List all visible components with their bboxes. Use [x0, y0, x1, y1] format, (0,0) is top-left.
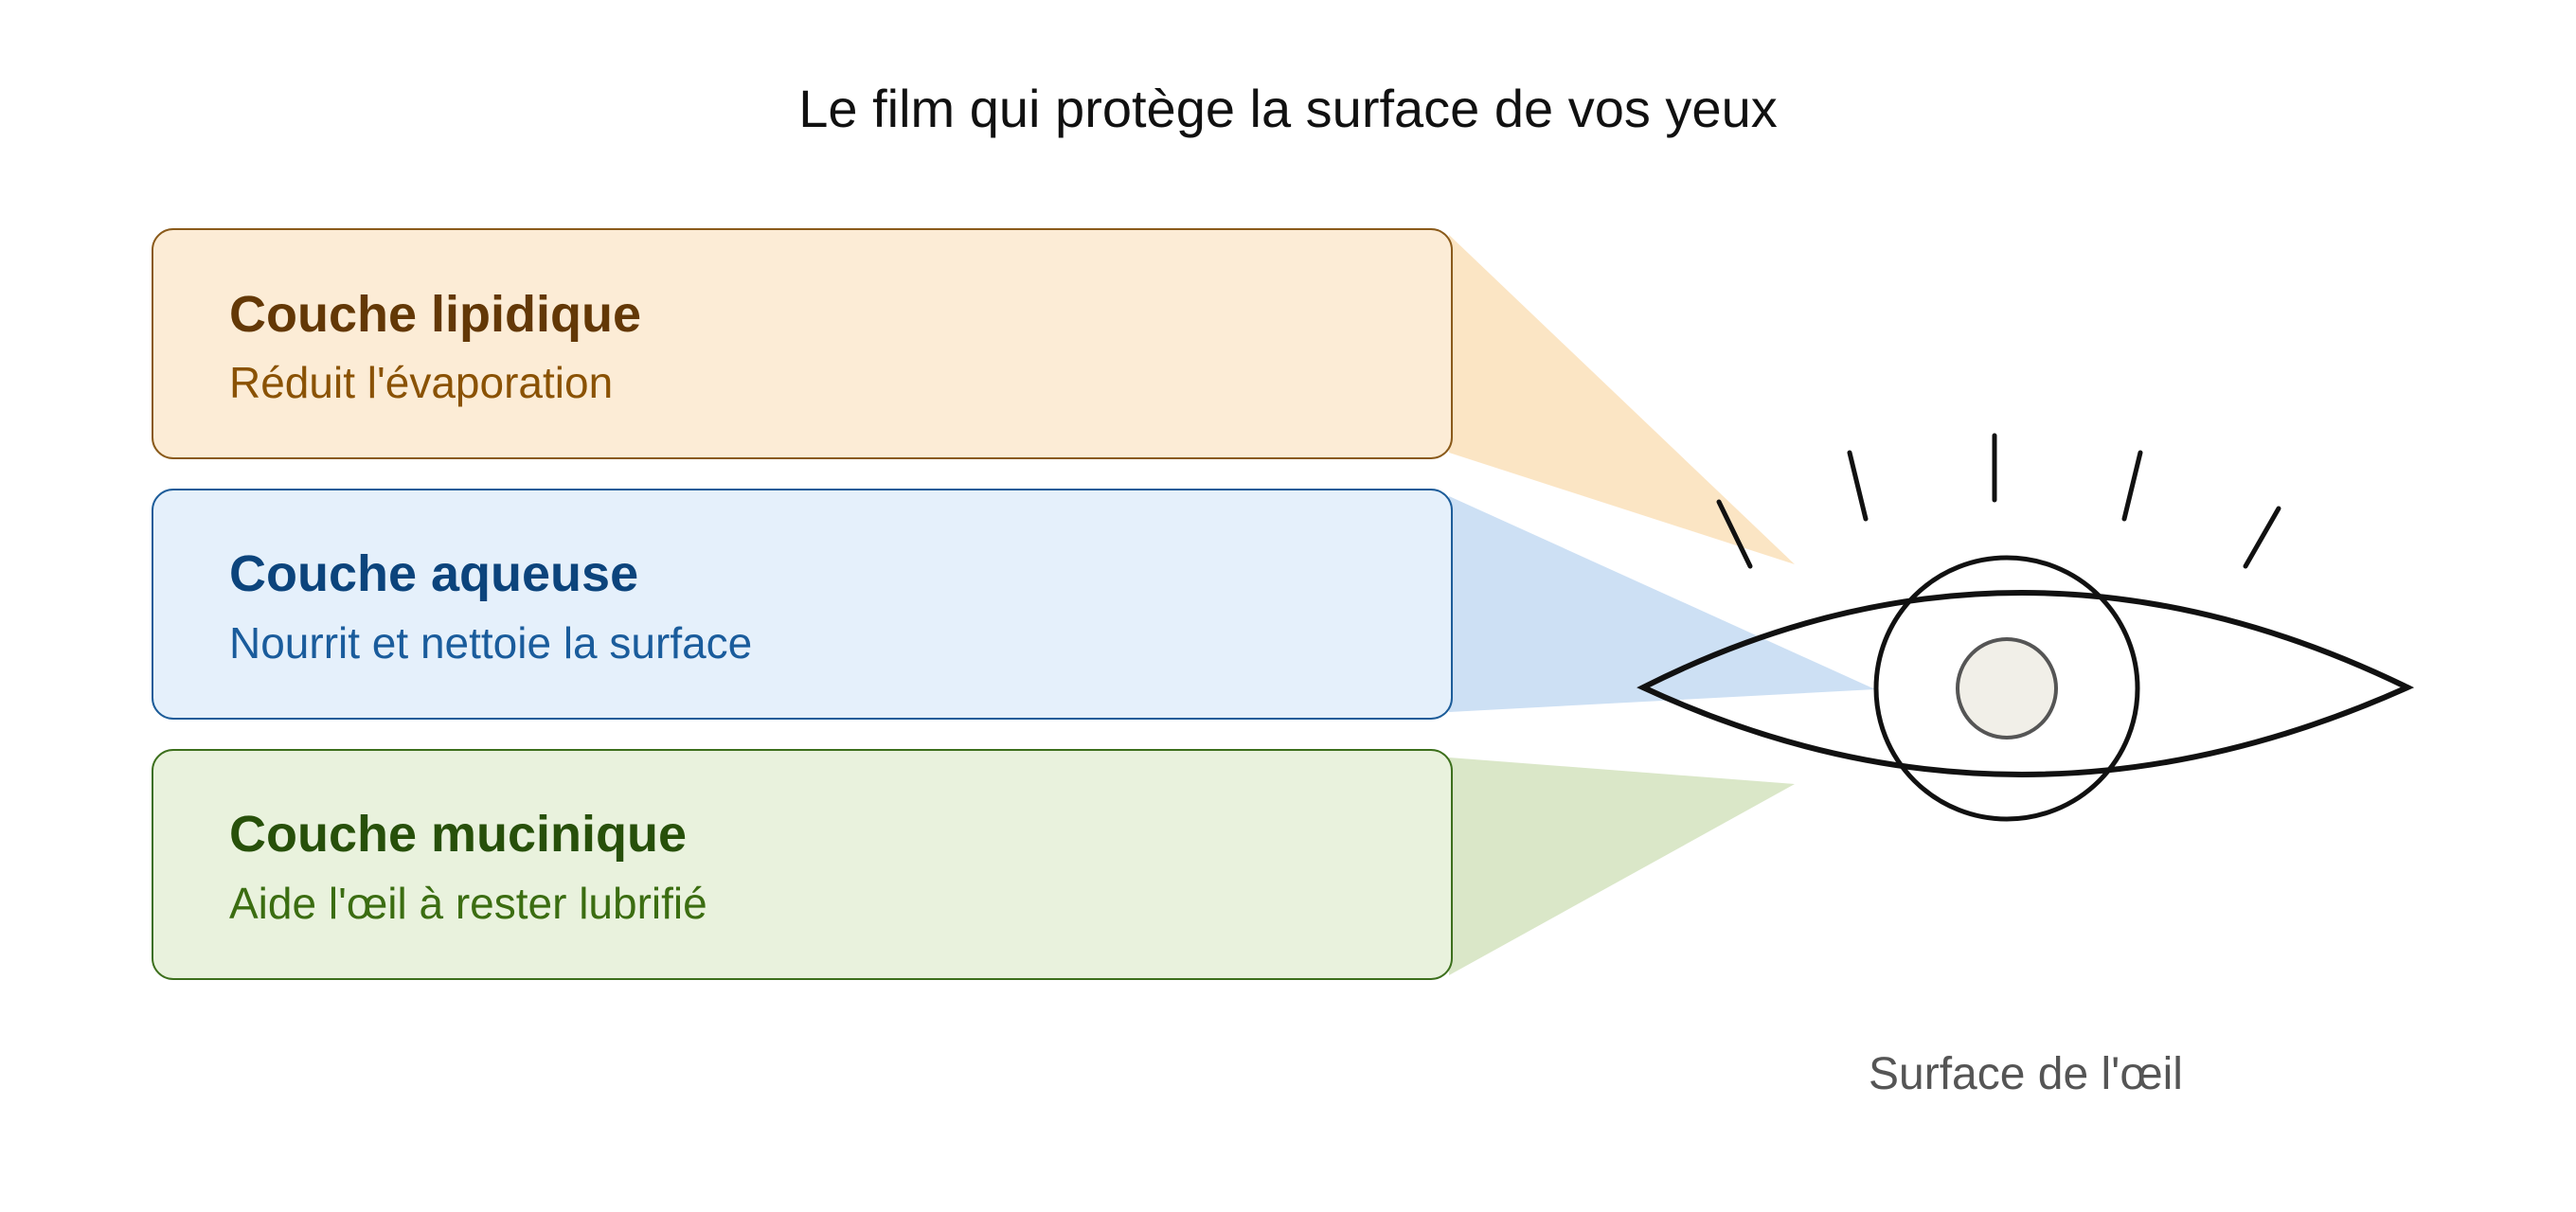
diagram-title: Le film qui protège la surface de vos ye…: [798, 79, 1777, 138]
eyelash-2: [1847, 450, 1869, 522]
eye-outline: [1637, 590, 2415, 777]
eye-pupil: [1956, 637, 2058, 740]
layer-box-lipid: Couche lipidique Réduit l'évaporation: [152, 228, 1453, 459]
mucin-connector: [1449, 758, 1795, 975]
layer-desc-mucin: Aide l'œil à rester lubrifié: [229, 879, 707, 928]
layer-title-mucin: Couche mucinique: [229, 806, 687, 863]
layer-desc-lipid: Réduit l'évaporation: [229, 358, 613, 407]
lipid-connector: [1449, 235, 1795, 564]
eye-icon: [1637, 433, 2415, 822]
eyelash-4: [2121, 450, 2143, 522]
layer-box-aqueous-bg: [152, 489, 1453, 720]
layer-box-lipid-bg: [152, 228, 1453, 459]
eyelash-1: [1716, 499, 1753, 569]
layer-box-mucin: Couche mucinique Aide l'œil à rester lub…: [152, 749, 1453, 980]
aqueous-connector: [1449, 496, 1875, 712]
layer-title-aqueous: Couche aqueuse: [229, 545, 638, 602]
eye-surface-caption: Surface de l'œil: [1869, 1049, 2183, 1099]
layer-box-mucin-bg: [152, 749, 1453, 980]
eyelash-5: [2243, 506, 2281, 569]
layer-desc-aqueous: Nourrit et nettoie la surface: [229, 618, 752, 668]
layer-box-aqueous: Couche aqueuse Nourrit et nettoie la sur…: [152, 489, 1453, 720]
layer-title-lipid: Couche lipidique: [229, 286, 641, 343]
eye-iris-ring: [1873, 555, 2140, 822]
